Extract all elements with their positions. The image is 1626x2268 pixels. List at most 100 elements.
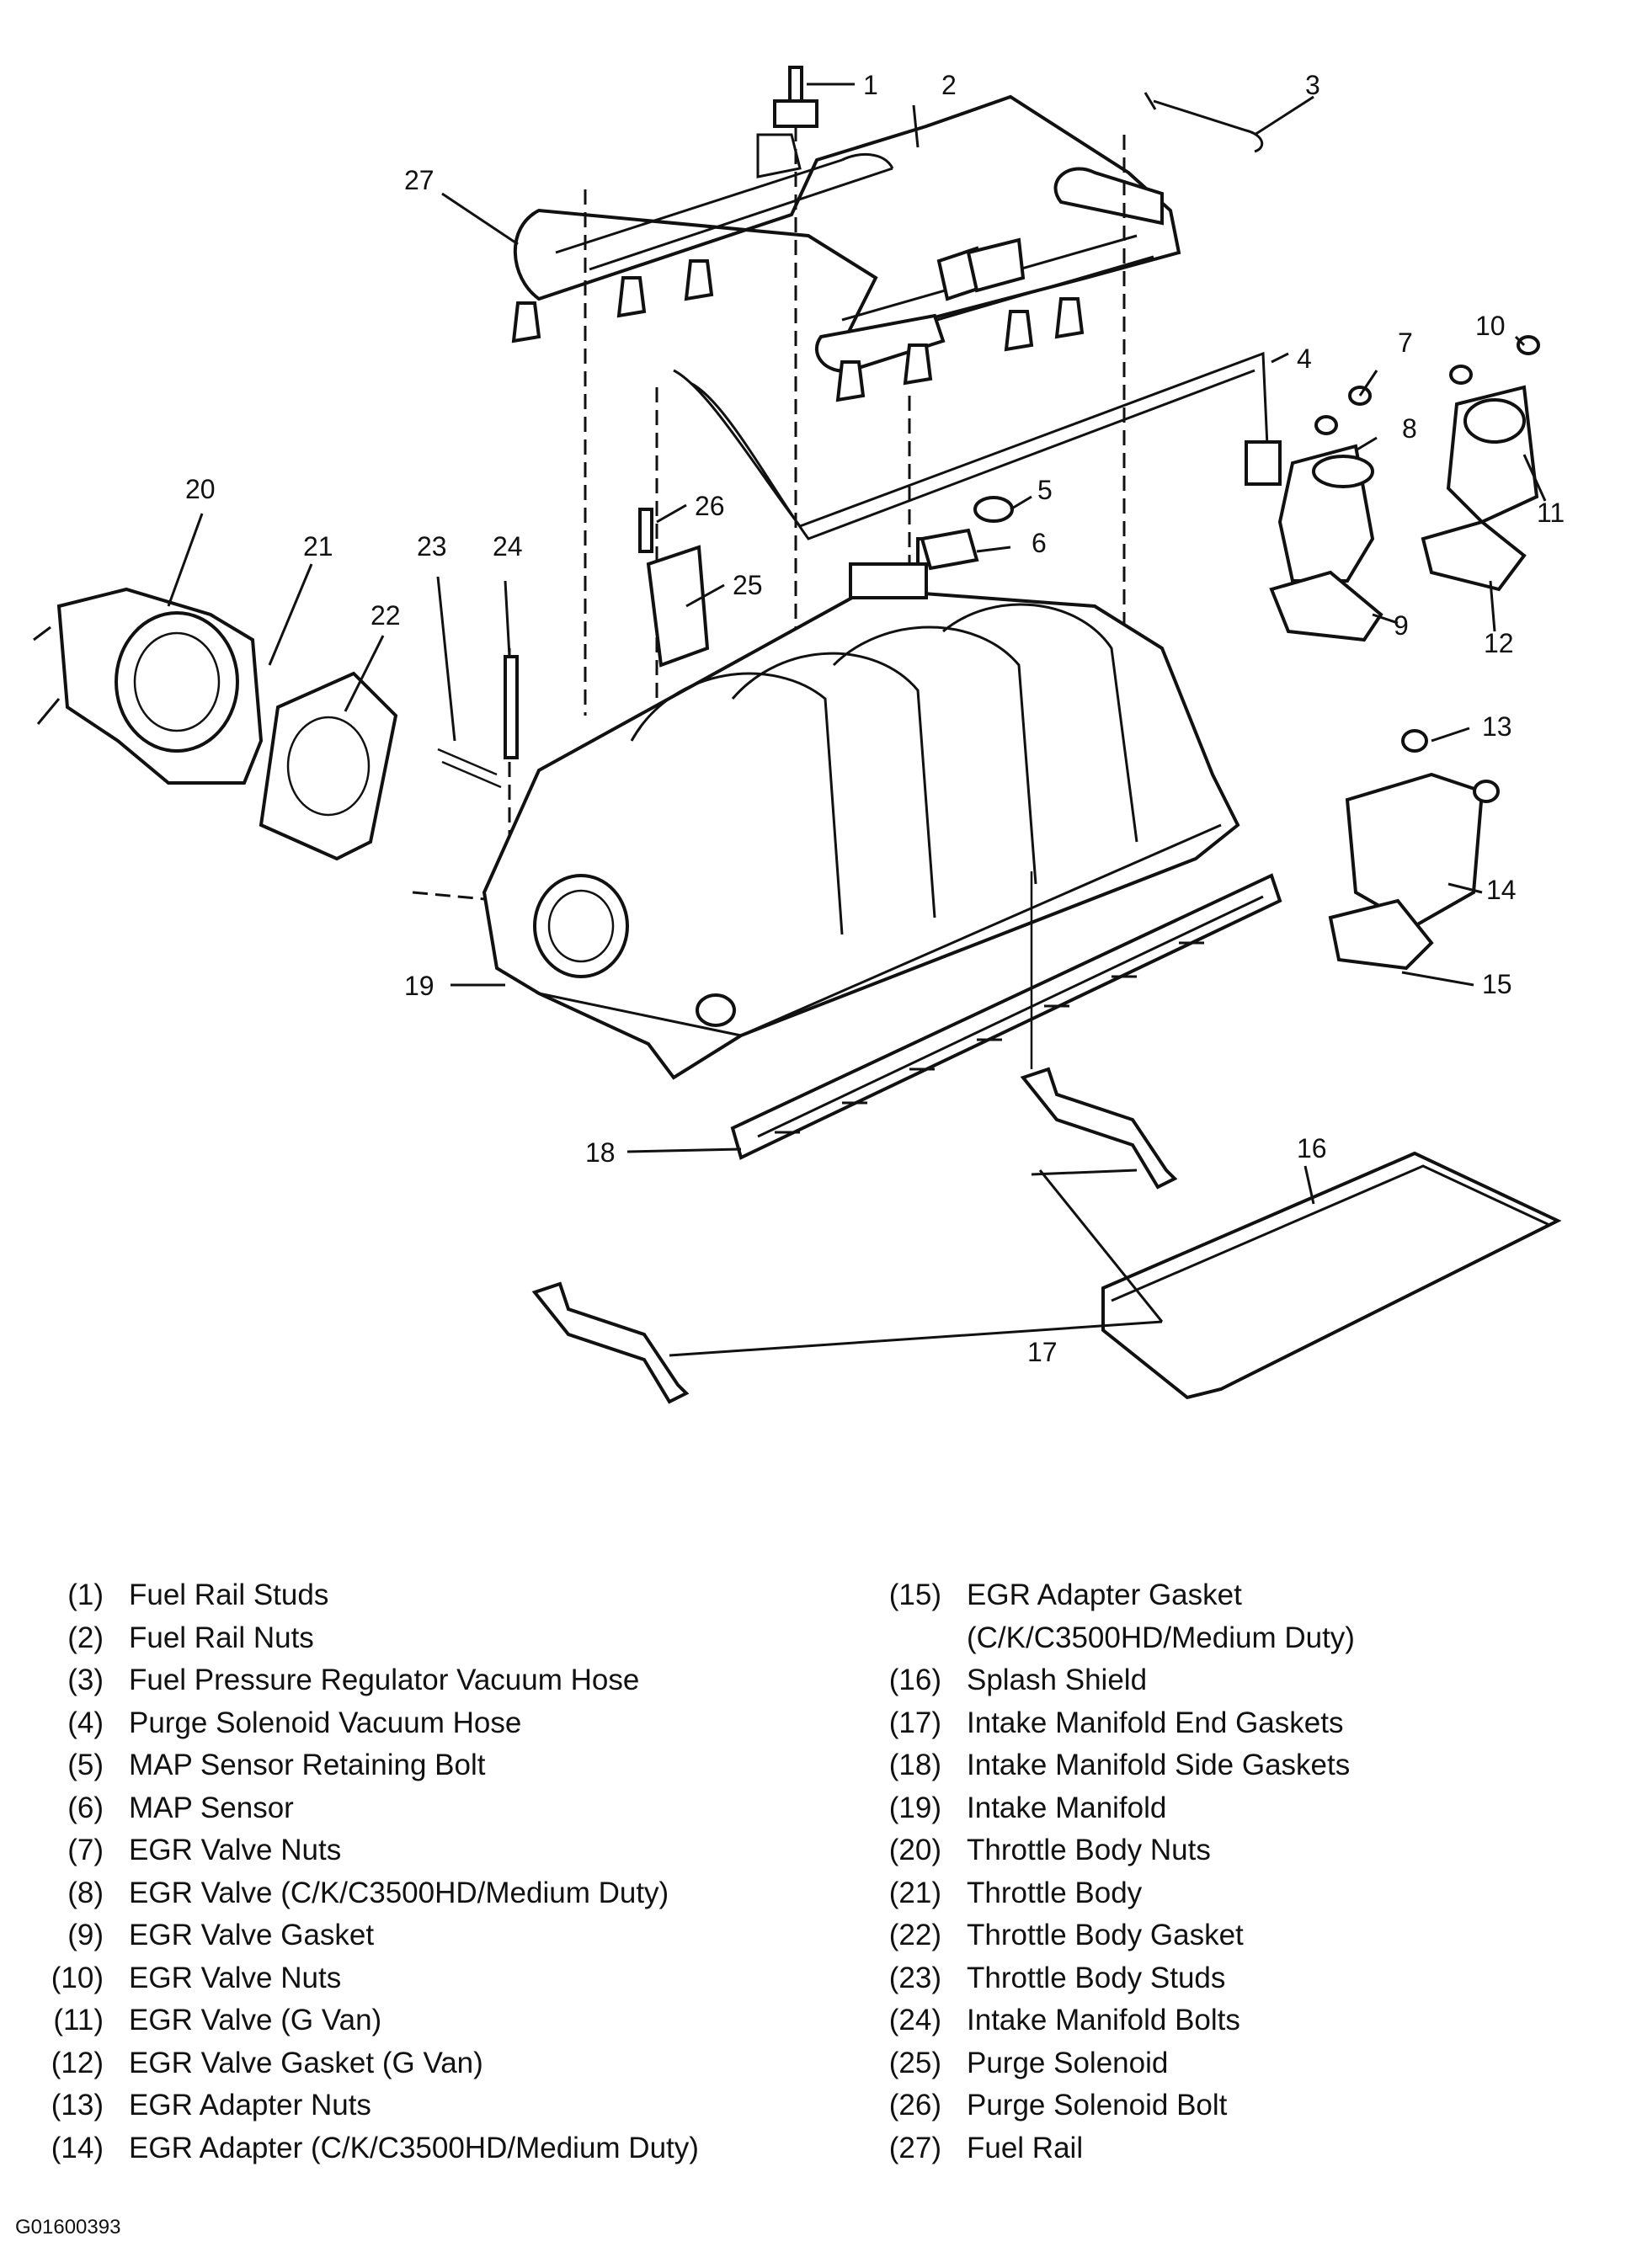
legend-number: (6) — [67, 1791, 104, 1824]
end-gasket-right-drawing — [1020, 1067, 1178, 1190]
callout-25: 25 — [733, 570, 763, 600]
legend-number: (13) — [51, 2089, 104, 2122]
throttle-gasket-drawing — [259, 671, 398, 861]
legend-label: Intake Manifold Bolts — [967, 2004, 1240, 2036]
legend-number: (20) — [888, 1834, 941, 1866]
legend-left-column: (1)Fuel Rail Studs (2)Fuel Rail Nuts (3)… — [46, 1574, 855, 2170]
legend-label: MAP Sensor Retaining Bolt — [129, 1749, 486, 1781]
callout-3: 3 — [1305, 70, 1320, 100]
legend-item: (17) Intake Manifold End Gaskets — [884, 1702, 1608, 1745]
legend-number: (12) — [51, 2046, 104, 2079]
legend-label: Throttle Body Studs — [967, 1961, 1226, 1994]
legend-label: Throttle Body — [967, 1876, 1143, 1909]
callout-26: 26 — [695, 491, 725, 521]
legend-number: (26) — [888, 2089, 941, 2122]
callout-17: 17 — [1027, 1337, 1058, 1367]
fuel-rail-drawing — [511, 66, 1181, 402]
leader-lines — [167, 83, 1547, 1357]
legend-item: (10)EGR Valve Nuts — [46, 1957, 855, 2000]
figure-id: G01600393 — [15, 2216, 121, 2239]
callout-6: 6 — [1032, 528, 1047, 558]
callout-7: 7 — [1398, 327, 1413, 358]
legend-label: MAP Sensor — [129, 1791, 294, 1824]
legend-label: Fuel Rail Nuts — [129, 1621, 314, 1654]
legend-number: (9) — [67, 1919, 104, 1951]
throttle-studs-drawing — [437, 748, 502, 789]
legend-label: EGR Valve Nuts — [129, 1834, 342, 1866]
callout-8: 8 — [1402, 413, 1417, 444]
legend-number: (22) — [888, 1919, 941, 1951]
legend-number: (5) — [67, 1749, 104, 1781]
legend-number: (1) — [67, 1579, 104, 1611]
egr-adapter-drawing — [1345, 772, 1485, 929]
callout-23: 23 — [417, 531, 447, 562]
legend-item: (21) Throttle Body — [884, 1872, 1608, 1915]
legend-item: (2) Fuel Rail Nuts — [46, 1617, 855, 1660]
legend-item: (27) Fuel Rail — [884, 2127, 1608, 2170]
legend-label: Throttle Body Gasket — [967, 1919, 1244, 1951]
callout-20: 20 — [185, 474, 216, 504]
legend-number: (2) — [67, 1621, 104, 1654]
legend-label: Fuel Pressure Regulator Vacuum Hose — [129, 1664, 640, 1696]
callout-18: 18 — [585, 1137, 616, 1168]
legend-number: (10) — [51, 1961, 104, 1994]
legend-item: (20)Throttle Body Nuts — [884, 1829, 1608, 1872]
legend-item: (24) Intake Manifold Bolts — [884, 1999, 1608, 2042]
legend-label: EGR Adapter Gasket — [967, 1579, 1242, 1611]
callout-27: 27 — [404, 165, 434, 195]
callout-9: 9 — [1394, 610, 1409, 641]
legend-item: (9)EGR Valve Gasket — [46, 1914, 855, 1957]
end-gasket-left-drawing — [531, 1281, 690, 1404]
legend-item: (15) EGR Adapter Gasket (C/K/C3500HD/Mediu… — [884, 1574, 1608, 1659]
callout-1: 1 — [863, 70, 878, 100]
legend-item: (3)Fuel Pressure Regulator Vacuum Hose — [46, 1659, 855, 1702]
legend-item: (4)Purge Solenoid Vacuum Hose — [46, 1702, 855, 1745]
exploded-view-diagram: 1 2 3 4 5 6 7 8 9 10 11 12 13 14 15 16 1… — [33, 66, 1565, 1404]
legend-number: (27) — [888, 2131, 941, 2164]
callout-10: 10 — [1475, 311, 1506, 341]
callout-14: 14 — [1486, 875, 1517, 905]
legend-item: (19)Intake Manifold — [884, 1787, 1608, 1830]
callout-11: 11 — [1537, 498, 1565, 528]
legend-number: (23) — [888, 1961, 941, 1994]
legend-label: EGR Valve (G Van) — [129, 2004, 382, 2036]
side-gasket-drawing — [730, 873, 1282, 1160]
vacuum-hose-3-drawing — [1144, 92, 1264, 153]
purge-solenoid-drawing — [646, 545, 710, 668]
legend-label: Intake Manifold End Gaskets — [967, 1706, 1344, 1739]
legend-item: (12)EGR Valve Gasket (G Van) — [46, 2042, 855, 2085]
manifold-bolt-drawing — [504, 655, 519, 759]
map-sensor-drawing — [920, 528, 979, 571]
legend-item: (22) Throttle Body Gasket — [884, 1914, 1608, 1957]
callout-12: 12 — [1484, 628, 1514, 658]
legend-number: (14) — [51, 2131, 104, 2164]
callout-22: 22 — [371, 600, 401, 631]
legend-label: EGR Valve (C/K/C3500HD/Medium Duty) — [129, 1876, 669, 1909]
legend-number: (16) — [888, 1664, 941, 1696]
callout-16: 16 — [1297, 1133, 1327, 1163]
callout-5: 5 — [1037, 475, 1053, 505]
legend-label: EGR Adapter (C/K/C3500HD/Medium Duty) — [129, 2131, 699, 2164]
legend-item: (25)Purge Solenoid — [884, 2042, 1608, 2085]
legend-item: (6) MAP Sensor — [46, 1787, 855, 1830]
legend-item: (11)EGR Valve (G Van) — [46, 1999, 855, 2042]
legend-label: Fuel Rail — [967, 2131, 1084, 2164]
throttle-body-drawing — [33, 587, 264, 785]
callout-13: 13 — [1482, 711, 1512, 742]
legend-label: Purge Solenoid Bolt — [967, 2089, 1228, 2122]
legend-number: (21) — [888, 1876, 941, 1909]
legend-item: (13) EGR Adapter Nuts — [46, 2084, 855, 2127]
callout-4: 4 — [1297, 343, 1312, 374]
legend-number: (7) — [67, 1834, 104, 1866]
legend-label: EGR Adapter Nuts — [129, 2089, 371, 2122]
legend-item: (8)EGR Valve (C/K/C3500HD/Medium Duty) — [46, 1872, 855, 1915]
legend-label: Intake Manifold — [967, 1791, 1167, 1824]
legend-number: (24) — [888, 2004, 941, 2036]
map-bolt-drawing — [973, 496, 1014, 523]
legend-item: (5) MAP Sensor Retaining Bolt — [46, 1744, 855, 1787]
legend-number: (25) — [888, 2046, 941, 2079]
legend-number: (15) — [888, 1579, 941, 1611]
legend-number: (17) — [888, 1706, 941, 1739]
legend-label-continued: (C/K/C3500HD/Medium Duty) — [967, 1621, 1355, 1654]
callout-15: 15 — [1482, 969, 1512, 999]
